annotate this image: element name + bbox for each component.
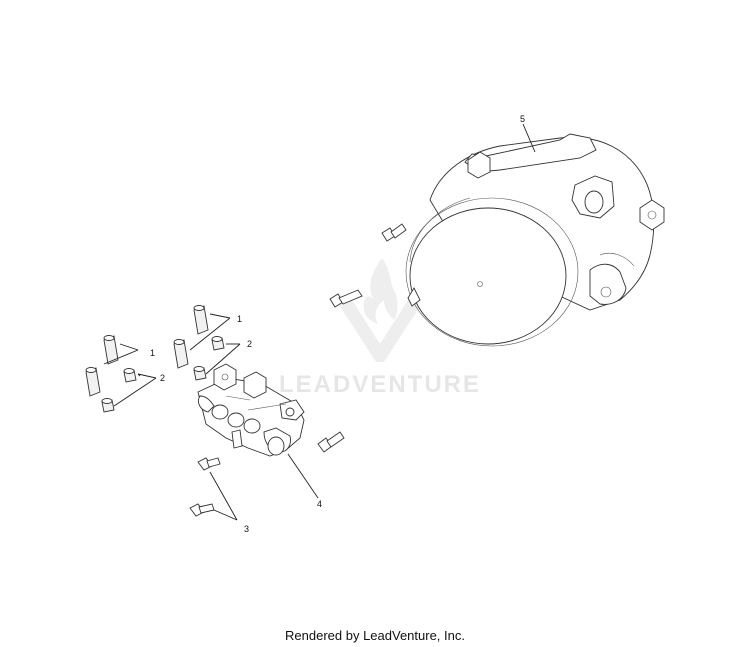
callout-4: 4 — [317, 499, 322, 509]
callout-1-left: 1 — [150, 348, 155, 358]
footer-credit: Rendered by LeadVenture, Inc. — [285, 628, 465, 643]
part-1-dowel-right-b — [173, 339, 189, 369]
callout-3: 3 — [244, 524, 249, 534]
part-2-sleeve-left-a — [123, 368, 137, 383]
left-fitting-group[interactable]: 1 2 — [85, 335, 165, 413]
part-3-bolts[interactable]: 3 — [189, 457, 249, 534]
callout-2-left: 2 — [160, 373, 165, 383]
bolt-3-upper — [197, 457, 221, 471]
callout-1-right: 1 — [237, 314, 242, 324]
housing-bolt-lower[interactable] — [329, 289, 363, 308]
part-2-sleeve-right-b — [193, 366, 207, 381]
right-fitting-group[interactable]: 1 2 — [173, 305, 252, 381]
watermark-text: LEADVENTURE — [279, 371, 481, 398]
housing-bolt-upper[interactable] — [381, 223, 407, 242]
part-4-throttle-body[interactable]: 4 — [197, 363, 322, 509]
part-1-dowel-left-a — [103, 335, 119, 365]
bolt-3-lower — [189, 503, 215, 517]
callout-2-right: 2 — [247, 339, 252, 349]
watermark: LEADVENTURE — [279, 258, 481, 398]
part-5-housing[interactable]: 5 — [405, 114, 665, 347]
callout-5: 5 — [520, 114, 525, 124]
leadventure-logo-icon — [336, 258, 424, 362]
part-1-dowel-left-b — [85, 367, 101, 397]
part-1-dowel-right-a — [193, 305, 209, 335]
part-2-sleeve-right-a — [211, 336, 225, 351]
part-2-sleeve-left-b — [101, 398, 115, 413]
throttle-body-bolt[interactable] — [317, 431, 345, 453]
